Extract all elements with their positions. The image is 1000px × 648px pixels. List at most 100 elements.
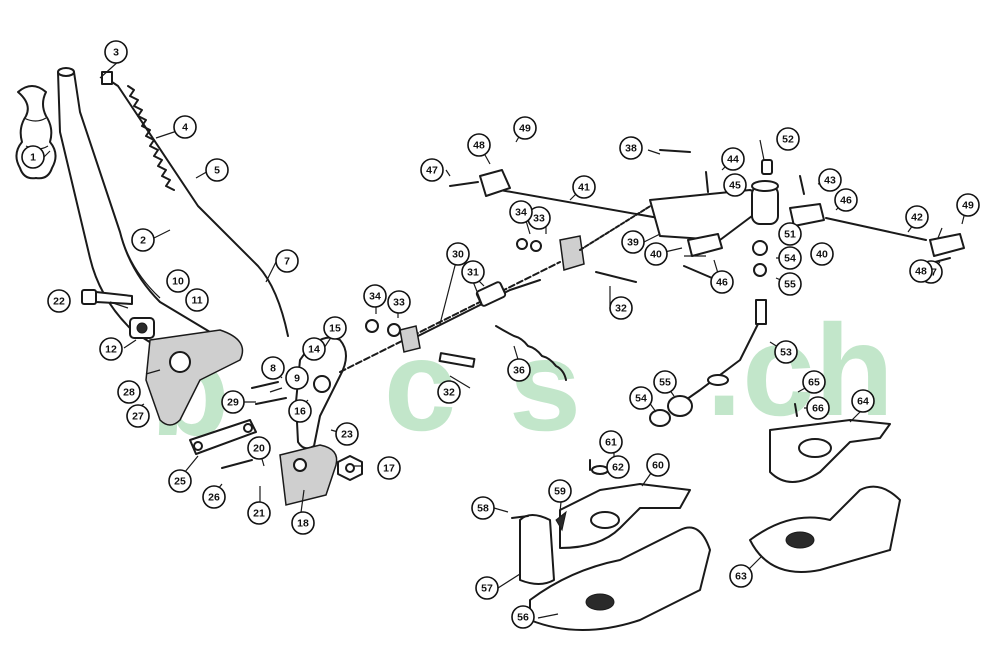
callout-56: 56 [511, 605, 535, 629]
callout-circle [851, 389, 875, 413]
watermark-letter: .ch [706, 297, 894, 443]
callout-circle [572, 175, 596, 199]
callout-39: 39 [621, 230, 645, 254]
callout-38: 38 [619, 136, 643, 160]
callout-circle [609, 296, 633, 320]
callout-number: 46 [716, 277, 728, 289]
callout-circle [291, 511, 315, 535]
small-screws [511, 403, 798, 532]
callout-circle [471, 496, 495, 520]
callout-circle [778, 272, 802, 296]
callout-number: 12 [105, 344, 117, 356]
callout-circle [168, 469, 192, 493]
lever-mounting-bracket [559, 483, 691, 549]
callout-number: 27 [132, 411, 144, 423]
callout-number: 14 [308, 344, 320, 356]
callout-number: 62 [612, 462, 624, 474]
callout-number: 51 [784, 229, 796, 241]
callout-number: 54 [635, 393, 647, 405]
callout-number: 1 [30, 152, 36, 164]
callout-circle [511, 605, 535, 629]
channel-bracket [519, 514, 555, 585]
callout-circle [21, 145, 45, 169]
callout-54: 54 [629, 386, 653, 410]
callout-66: 66 [806, 396, 830, 420]
callout-63: 63 [729, 564, 753, 588]
callout-number: 23 [341, 429, 353, 441]
callout-number: 33 [533, 213, 545, 225]
callout-number: 49 [962, 200, 974, 212]
cross-rod [499, 189, 671, 221]
callout-number: 49 [519, 123, 531, 135]
callout-11: 11 [185, 288, 209, 312]
callout-64: 64 [851, 389, 875, 413]
callout-40: 40 [644, 242, 668, 266]
callout-number: 38 [625, 143, 637, 155]
callout-circle [437, 380, 461, 404]
callout-circle [288, 399, 312, 423]
callout-circle [104, 40, 128, 64]
callout-number: 22 [53, 296, 65, 308]
watermark-letter: s [509, 312, 581, 458]
callout-47: 47 [420, 158, 444, 182]
callout-circle [653, 370, 677, 394]
callout-18: 18 [291, 511, 315, 535]
callout-30: 30 [446, 242, 470, 266]
callout-21: 21 [247, 501, 271, 525]
callout-circle [461, 260, 485, 284]
pin [221, 381, 287, 469]
callout-54: 54 [778, 246, 802, 270]
callout-28: 28 [117, 380, 141, 404]
callout-circle [446, 242, 470, 266]
callout-number: 21 [253, 508, 265, 520]
callout-65: 65 [802, 370, 826, 394]
callout-42: 42 [905, 205, 929, 229]
compensator-bolts [365, 149, 951, 337]
callout-circle [723, 173, 747, 197]
callout-5: 5 [205, 158, 229, 182]
callout-number: 32 [615, 303, 627, 315]
callout-circle [420, 158, 444, 182]
callout-number: 11 [191, 295, 202, 307]
callout-26: 26 [202, 485, 226, 509]
right-floor-bracket [749, 485, 901, 573]
callout-53: 53 [774, 340, 798, 364]
callout-circle [509, 200, 533, 224]
callout-12: 12 [99, 337, 123, 361]
callout-49: 49 [956, 193, 980, 217]
callout-number: 57 [481, 583, 493, 595]
pawl-link [189, 419, 257, 455]
callout-circle [117, 380, 141, 404]
callout-circle [806, 396, 830, 420]
callout-circle [285, 366, 309, 390]
callout-number: 47 [426, 165, 438, 177]
callout-number: 15 [329, 323, 341, 335]
callout-circle [818, 168, 842, 192]
callout-number: 17 [383, 463, 395, 475]
callout-number: 26 [208, 492, 220, 504]
callout-circle [131, 228, 155, 252]
callout-number: 28 [123, 387, 135, 399]
callout-circle [810, 242, 834, 266]
callout-circle [275, 249, 299, 273]
ratchet-plate [295, 336, 347, 450]
callout-circle [261, 356, 285, 380]
callout-circle [475, 576, 499, 600]
callout-15: 15 [323, 316, 347, 340]
callout-number: 18 [297, 518, 309, 530]
floor-bracket-large [529, 526, 711, 631]
callout-circle [467, 133, 491, 157]
callout-41: 41 [572, 175, 596, 199]
callout-55: 55 [778, 272, 802, 296]
callout-number: 64 [857, 396, 869, 408]
callout-16: 16 [288, 399, 312, 423]
callout-7: 7 [275, 249, 299, 273]
callout-number: 61 [605, 437, 617, 449]
callout-40: 40 [810, 242, 834, 266]
callout-number: 10 [172, 276, 184, 288]
callout-circle [335, 422, 359, 446]
callout-number: 66 [812, 403, 824, 415]
callout-58: 58 [471, 496, 495, 520]
spacer-bush [129, 317, 155, 339]
callout-20: 20 [247, 436, 271, 460]
